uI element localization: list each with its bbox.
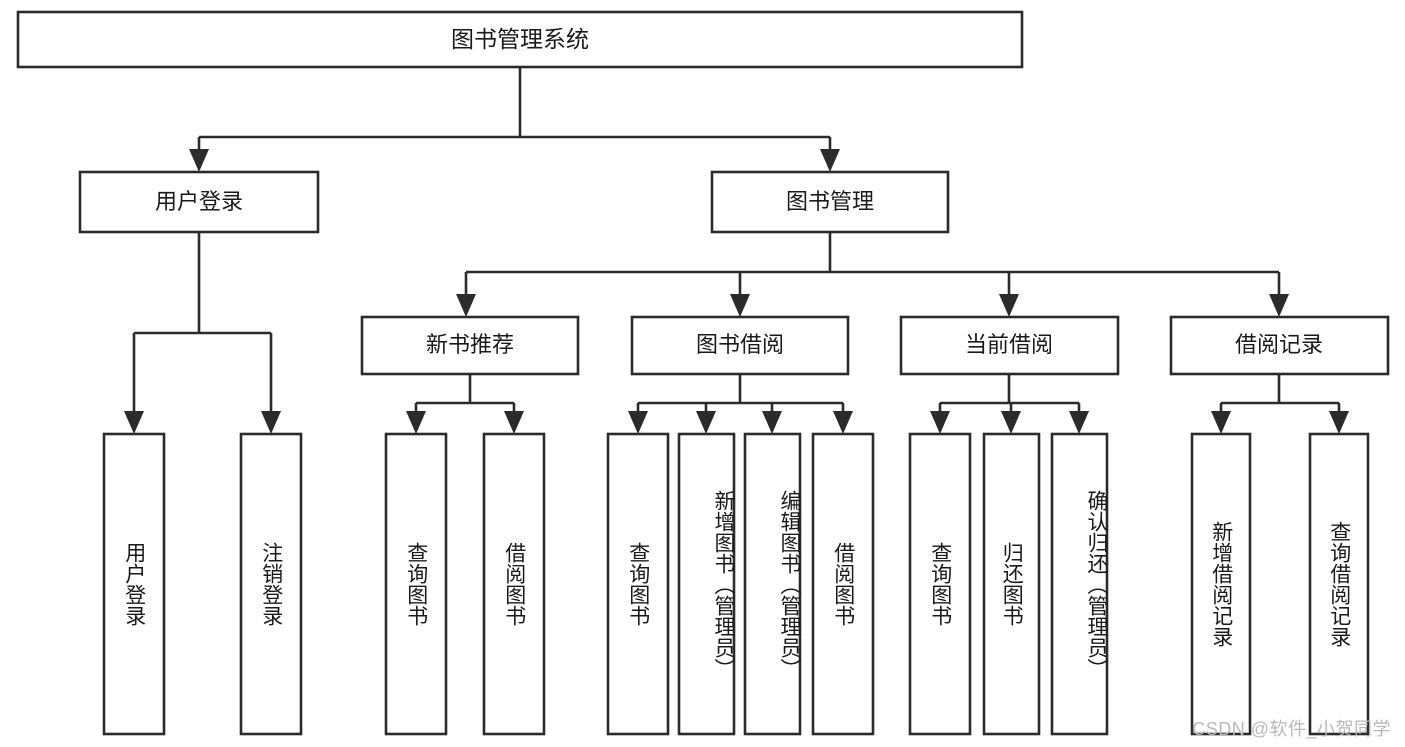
leaf-box-confirm-return[interactable] [1050,432,1109,736]
node-new-book-recommend-label: 新书推荐 [426,332,514,357]
leaf-box-add-book[interactable] [677,432,736,736]
node-current-borrow-box[interactable] [899,315,1120,376]
leaf-box-borrow-book-1[interactable] [482,432,546,736]
node-root-label: 图书管理系统 [451,26,589,52]
leaf-layer [102,432,1370,736]
arrow-head-leaf-query-book-2 [628,411,648,434]
node-current-borrow[interactable]: 当前借阅 [899,315,1120,376]
node-root[interactable]: 图书管理系统 [16,10,1024,69]
node-borrow-record-label: 借阅记录 [1235,332,1323,357]
leaf-box-query-book-3[interactable] [908,432,972,736]
leaf-box-query-book-1[interactable] [384,432,448,736]
leaf-box-add-record[interactable] [1190,432,1252,736]
arrow-head-book-borrow [730,294,750,317]
node-new-book-recommend-box[interactable] [360,315,580,376]
arrow-head-book-mgmt [820,149,840,172]
node-user-login-box[interactable] [78,170,320,234]
arrow-head-new-book-rec [456,294,476,317]
node-new-book-recommend[interactable]: 新书推荐 [360,315,580,376]
arrow-head-user-login [189,149,209,172]
node-user-login[interactable]: 用户登录 [78,170,320,234]
arrow-head-leaf-query-book-1 [406,411,426,434]
arrow-head-leaf-return-book [1001,411,1021,434]
arrow-head-leaf-user-login [124,411,144,434]
connector-layer [124,67,1349,434]
node-root-box[interactable] [16,10,1024,69]
node-book-borrow[interactable]: 图书借阅 [630,315,850,376]
node-book-management-label: 图书管理 [786,189,874,214]
arrow-head-leaf-add-book [696,411,716,434]
leaf-box-query-record[interactable] [1308,432,1370,736]
arrow-head-leaf-borrow-book-2 [833,411,853,434]
leaf-box-edit-book[interactable] [743,432,802,736]
node-current-borrow-label: 当前借阅 [965,332,1053,357]
arrow-head-leaf-query-record [1329,411,1349,434]
leaf-box-user-login[interactable] [102,432,166,736]
node-book-borrow-box[interactable] [630,315,850,376]
leaf-box-query-book-2[interactable] [606,432,670,736]
arrow-head-leaf-query-book-3 [930,411,950,434]
watermark-text: CSDN @软件_小贺同学 [1192,719,1391,739]
node-user-login-label: 用户登录 [155,189,243,214]
node-book-management-box[interactable] [710,170,950,234]
arrow-head-borrow-record [1269,294,1289,317]
arrow-head-leaf-edit-book [762,411,782,434]
node-borrow-record-box[interactable] [1169,315,1390,376]
node-book-borrow-label: 图书借阅 [696,332,784,357]
leaf-box-logout[interactable] [239,432,303,736]
leaf-box-borrow-book-2[interactable] [811,432,875,736]
leaf-box-return-book[interactable] [982,432,1041,736]
node-borrow-record[interactable]: 借阅记录 [1169,315,1390,376]
arrow-head-current-borrow [999,294,1019,317]
arrow-head-leaf-add-record [1211,411,1231,434]
arrow-head-leaf-borrow-book-1 [504,411,524,434]
node-book-management[interactable]: 图书管理 [710,170,950,234]
arrow-head-leaf-logout [261,411,281,434]
arrow-head-leaf-confirm-return [1069,411,1089,434]
